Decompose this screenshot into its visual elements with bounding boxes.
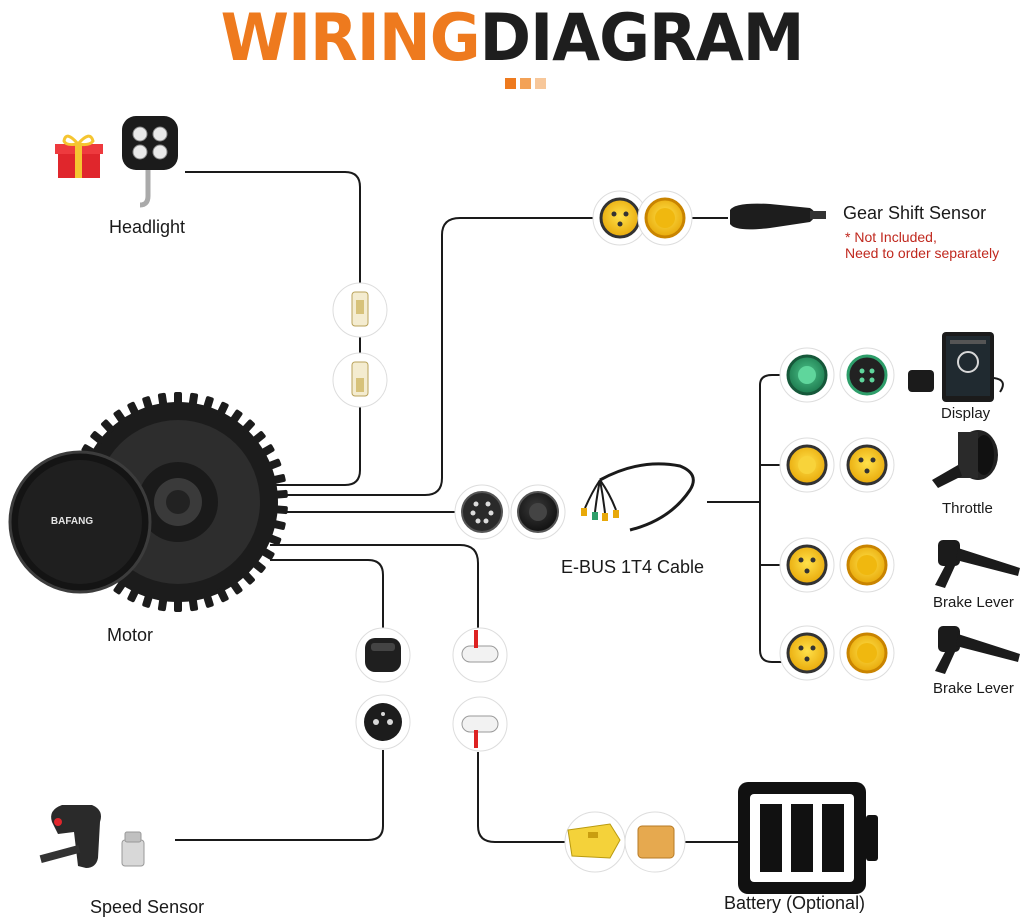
throttle-icon: [932, 430, 998, 488]
battery-xt60-female: [624, 811, 686, 873]
chainring-tooth: [113, 409, 127, 425]
chainring-tooth: [273, 505, 288, 515]
brake-lever-1-connector-male: [779, 537, 835, 593]
chainring-tooth: [202, 593, 214, 608]
chainring-tooth: [259, 444, 275, 457]
chainring-tooth: [142, 593, 154, 608]
chainring-tooth: [174, 392, 182, 406]
wire-battery-upper: [270, 544, 479, 628]
speed-sensor-icon: [39, 805, 145, 868]
battery-motor-connector-male: [452, 627, 508, 683]
title-accent-dots: [505, 78, 546, 89]
title-part-wiring: WIRING: [220, 0, 481, 76]
gift-icon: [55, 134, 103, 178]
headlight-connector-female: [332, 352, 388, 408]
chainring-tooth: [266, 458, 282, 471]
chainring-tooth: [271, 474, 286, 485]
chainring-tooth: [251, 431, 266, 445]
display-label: Display: [941, 405, 991, 422]
chainring-tooth: [157, 596, 168, 612]
chainring-tooth: [101, 419, 115, 434]
brake-lever-2-label: Brake Lever: [933, 680, 1014, 697]
motor-icon: [8, 392, 288, 612]
brake-lever-2-icon: [935, 626, 1020, 674]
brake-lever-1-connector-female: [839, 537, 895, 593]
wire-battery-lower: [477, 752, 565, 843]
chainring-tooth: [229, 579, 243, 595]
ebus-motor-connector-female: [510, 484, 566, 540]
battery-motor-connector-female: [452, 696, 508, 752]
chainring-tooth: [251, 559, 266, 573]
throttle-label: Throttle: [942, 500, 993, 517]
chainring-tooth: [174, 598, 182, 612]
wire-ebus-taps: [760, 464, 785, 566]
chainring-tooth: [241, 570, 255, 585]
chainring-tooth: [127, 401, 140, 417]
ebus-cable-label: E-BUS 1T4 Cable: [561, 557, 705, 577]
chainring-tooth: [142, 396, 154, 411]
chainring-tooth: [188, 392, 199, 408]
gear-shift-connector-male: [592, 190, 648, 246]
chainring-tooth: [271, 519, 286, 530]
speed-sensor-connector-female: [355, 627, 411, 683]
throttle-connector-male: [779, 437, 835, 493]
wire-gear-shift: [270, 217, 598, 496]
chainring-tooth: [90, 431, 105, 445]
headlight-label: Headlight: [109, 217, 186, 237]
battery-icon: [738, 782, 878, 894]
speed-sensor-connector-male: [355, 694, 411, 750]
brake-lever-1-icon: [935, 540, 1020, 588]
throttle-connector-female: [839, 437, 895, 493]
wire-speed-sensor-lower: [175, 750, 384, 841]
brake-lever-2-connector-female: [839, 625, 895, 681]
headlight-connector-male: [332, 282, 388, 338]
gear-shift-connector-female: [637, 190, 693, 246]
gear-shift-sensor-note-2: Need to order separately: [845, 245, 1000, 261]
speed-sensor-label: Speed Sensor: [90, 897, 205, 917]
display-connector-female: [839, 347, 895, 403]
battery-label: Battery (Optional): [724, 893, 866, 913]
chainring-tooth: [127, 587, 140, 603]
chainring-tooth: [216, 587, 229, 603]
chainring-tooth: [241, 419, 255, 434]
ebus-motor-connector-male: [454, 484, 510, 540]
chainring-tooth: [216, 401, 229, 417]
gear-shift-sensor-note-1: * Not Included,: [845, 229, 937, 245]
chainring-tooth: [188, 596, 199, 612]
display-connector-male: [779, 347, 835, 403]
chainring-tooth: [113, 579, 127, 595]
wire-ebus-bus: [759, 374, 785, 663]
title-part-diagram: DIAGRAM: [479, 0, 805, 76]
battery-xt60-male: [564, 811, 626, 873]
chainring-tooth: [229, 409, 243, 425]
brake-lever-2-connector-male: [779, 625, 835, 681]
gear-shift-sensor-icon: [730, 203, 826, 230]
chainring-tooth: [259, 547, 275, 560]
motor-label: Motor: [107, 625, 154, 645]
display-icon: [908, 332, 1004, 402]
headlight-icon: [122, 116, 178, 208]
wire-speed-sensor-upper: [270, 559, 384, 628]
chainring-tooth: [157, 392, 168, 408]
gear-shift-sensor-label: Gear Shift Sensor: [843, 203, 987, 223]
chainring-tooth: [266, 533, 282, 546]
ebus-cable-icon: [581, 462, 695, 532]
chainring-tooth: [273, 489, 288, 499]
motor-brand: BAFANG: [51, 516, 93, 527]
chainring-tooth: [202, 396, 214, 411]
brake-lever-1-label: Brake Lever: [933, 594, 1014, 611]
diagram-title: WIRINGDIAGRAM: [0, 0, 1024, 76]
